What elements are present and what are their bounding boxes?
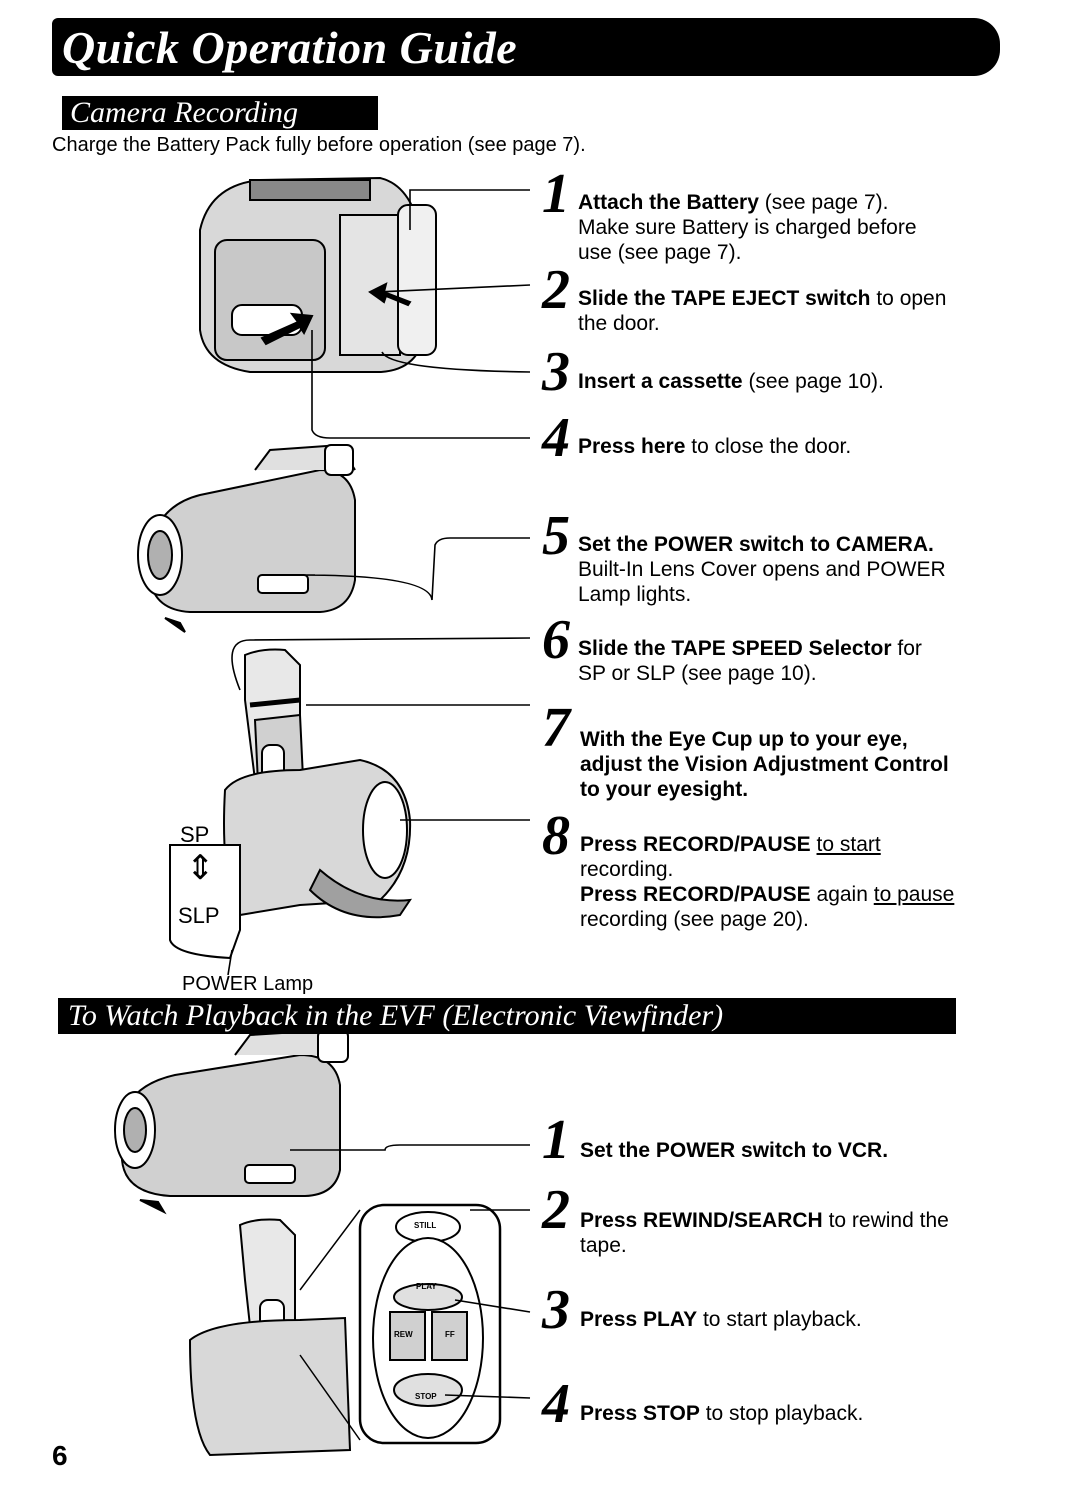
- title-bar: [52, 18, 1000, 76]
- page-number: 6: [52, 1440, 68, 1471]
- camcorder-side-illustration: [137, 443, 356, 633]
- step-3-text: Insert a cassette (see page 10).: [578, 370, 884, 393]
- section-heading-camera-recording: Camera Recording: [62, 96, 378, 130]
- step-5-text: Set the POWER switch to CAMERA. Built-In…: [578, 533, 946, 606]
- playback-step-3-text: Press PLAY to start playback.: [580, 1308, 862, 1331]
- playback-step-4-text: Press STOP to stop playback.: [580, 1402, 864, 1425]
- playback-grip-illustration: [188, 1203, 502, 1457]
- step-6-text: Slide the TAPE SPEED Selector for SP or …: [578, 637, 922, 685]
- power-lamp-label: POWER Lamp: [182, 973, 314, 995]
- step-number: 1: [542, 1109, 570, 1171]
- step-number: 4: [542, 407, 570, 469]
- intro-text: Charge the Battery Pack fully before ope…: [52, 134, 586, 156]
- ff-button-label: FF: [445, 1330, 455, 1339]
- section-heading-playback: To Watch Playback in the EVF (Electronic…: [58, 998, 956, 1034]
- step-number: 7: [542, 697, 570, 759]
- playback-camcorder-illustration: [114, 1028, 349, 1215]
- viewfinder-grip-illustration: [169, 648, 413, 960]
- step-number: 2: [542, 259, 570, 321]
- playback-step-1-text: Set the POWER switch to VCR.: [580, 1139, 889, 1162]
- camcorder-cassette-illustration: [199, 176, 437, 373]
- page-title: Quick Operation Guide: [62, 22, 518, 73]
- step-number: 1: [542, 163, 570, 225]
- rew-button-label: REW: [394, 1330, 413, 1339]
- step-number: 3: [542, 1279, 570, 1341]
- speed-arrow-icon: ⇕: [186, 849, 215, 887]
- step-number: 2: [542, 1179, 570, 1241]
- still-button-label: STILL: [414, 1221, 437, 1230]
- play-button-label: PLAY: [416, 1282, 437, 1291]
- leader-lines: [227, 189, 531, 1399]
- step-number: 3: [542, 341, 570, 403]
- step-1-text: Attach the Battery (see page 7). Make su…: [578, 191, 917, 264]
- step-2-text: Slide the TAPE EJECT switch to open the …: [578, 287, 947, 335]
- playback-step-2-text: Press REWIND/SEARCH to rewind the tape.: [580, 1209, 949, 1257]
- step-number: 8: [542, 805, 570, 867]
- step-7-text: With the Eye Cup up to your eye, adjust …: [580, 728, 949, 801]
- step-number: 4: [542, 1373, 570, 1435]
- step-number: 5: [542, 505, 570, 567]
- step-number: 6: [542, 609, 570, 671]
- step-4-text: Press here to close the door.: [578, 435, 852, 458]
- slp-label: SLP: [178, 903, 220, 928]
- step-8-text: Press RECORD/PAUSE to start recording. P…: [580, 833, 955, 931]
- sp-label: SP: [180, 822, 210, 847]
- stop-button-label: STOP: [415, 1392, 437, 1401]
